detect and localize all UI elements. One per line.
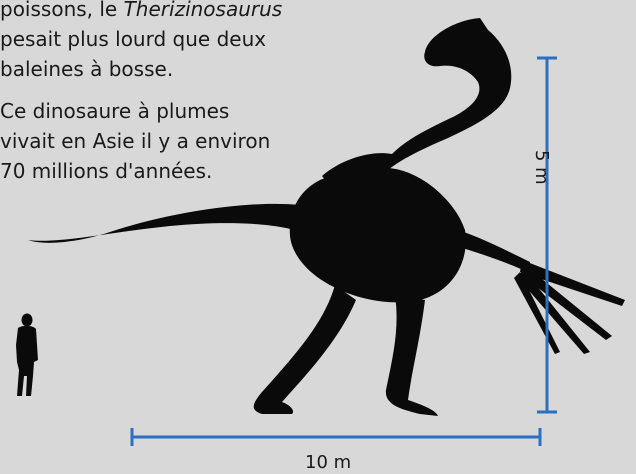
height-label: 5 m: [531, 150, 552, 185]
therizinosaurus-silhouette: [28, 18, 625, 416]
human-silhouette: [16, 314, 38, 397]
length-label: 10 m: [305, 452, 351, 473]
